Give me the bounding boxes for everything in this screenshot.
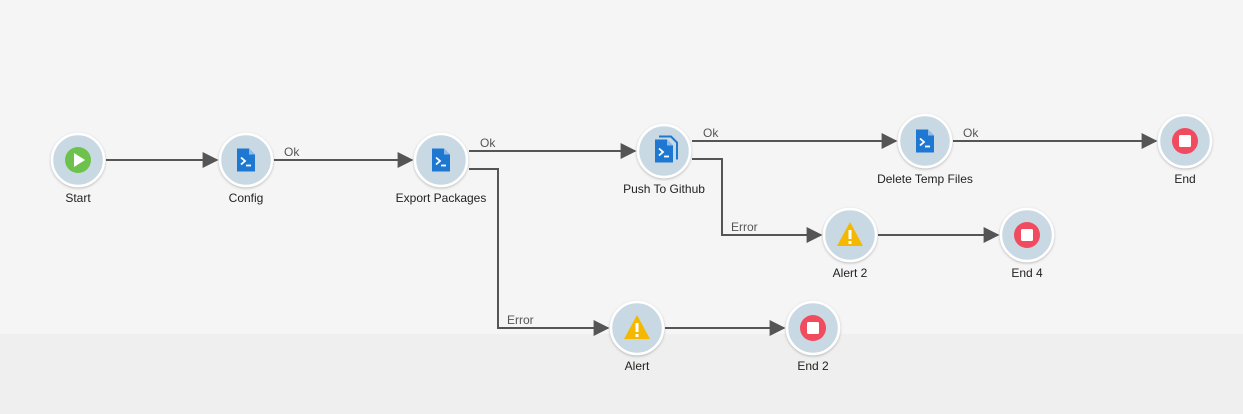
edge-export-to-push[interactable]: Ok — [469, 136, 637, 159]
stop-icon — [800, 315, 826, 341]
edge-line — [469, 168, 610, 336]
warning-icon — [624, 315, 650, 339]
edge-label: Ok — [480, 136, 496, 150]
edge-line — [692, 158, 823, 243]
edge-label: Error — [507, 313, 534, 327]
node-config[interactable]: Config — [218, 132, 274, 205]
edge-push-to-delete[interactable]: Ok — [692, 126, 898, 149]
node-label: Config — [229, 191, 264, 205]
node-delete[interactable]: Delete Temp Files — [877, 113, 973, 186]
play-icon — [65, 147, 91, 173]
node-label: Alert — [625, 359, 650, 373]
warning-icon — [837, 222, 863, 246]
node-end2[interactable]: End 2 — [785, 300, 841, 373]
edge-label: Ok — [703, 126, 719, 140]
node-label: End — [1174, 172, 1195, 186]
stop-icon — [1172, 128, 1198, 154]
stop-icon — [1014, 222, 1040, 248]
node-label: Delete Temp Files — [877, 172, 973, 186]
script-file-icon — [916, 129, 934, 153]
node-label: Export Packages — [396, 191, 487, 205]
edge-label: Ok — [284, 145, 300, 159]
node-label: Start — [65, 191, 91, 205]
edge-config-to-export[interactable]: Ok — [274, 145, 414, 168]
node-push[interactable]: Push To Github — [623, 123, 705, 196]
edge-push-to-alert2[interactable]: Error — [692, 158, 823, 243]
edge-export-to-alert[interactable]: Error — [469, 168, 610, 336]
node-alert2[interactable]: Alert 2 — [822, 207, 878, 280]
node-label: Alert 2 — [833, 266, 868, 280]
node-label: End 2 — [797, 359, 829, 373]
script-file-icon — [237, 148, 255, 172]
script-file-stack-icon — [655, 135, 678, 163]
edge-label: Ok — [963, 126, 979, 140]
node-end[interactable]: End — [1157, 113, 1213, 186]
node-end4[interactable]: End 4 — [999, 207, 1055, 280]
edge-label: Error — [731, 220, 758, 234]
node-export[interactable]: Export Packages — [396, 132, 487, 205]
node-alert[interactable]: Alert — [609, 300, 665, 373]
script-file-icon — [432, 148, 450, 172]
edge-delete-to-end[interactable]: Ok — [953, 126, 1158, 149]
node-label: End 4 — [1011, 266, 1043, 280]
nodes-layer: Start Config Export Packages Push To Github… — [50, 113, 1213, 373]
node-label: Push To Github — [623, 182, 705, 196]
node-start[interactable]: Start — [50, 132, 106, 205]
